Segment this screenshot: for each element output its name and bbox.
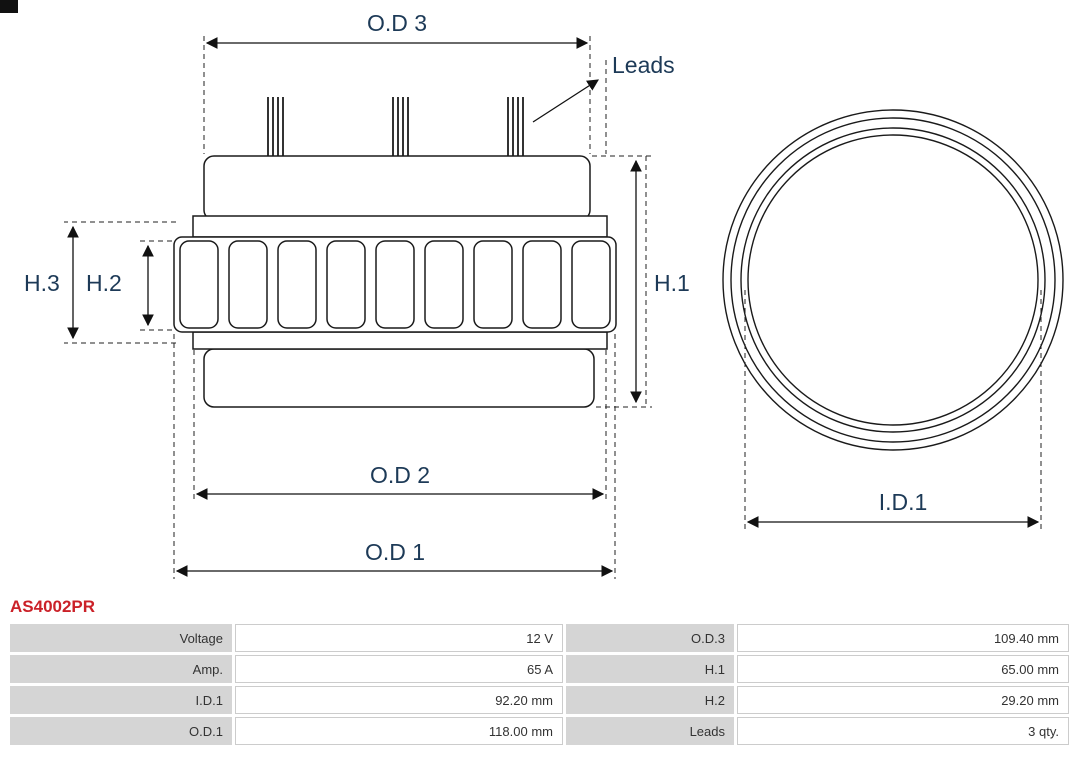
spec-label-voltage: Voltage	[10, 624, 232, 652]
spec-label-leads: Leads	[566, 717, 734, 745]
spec-label-amp: Amp.	[10, 655, 232, 683]
bottom-flange	[192, 331, 608, 350]
dim-label-od3: O.D 3	[367, 10, 427, 36]
spec-value-od1: 118.00 mm	[235, 717, 563, 745]
stator-technical-drawing: O.D 3 Leads H.1 H.3 H.2 O.D 2	[0, 0, 1064, 579]
dim-label-h1: H.1	[654, 270, 690, 296]
dim-label-h3: H.3	[24, 270, 60, 296]
dim-label-od1: O.D 1	[365, 539, 425, 565]
spec-value-id1: 92.20 mm	[235, 686, 563, 714]
dim-label-od2: O.D 2	[370, 462, 430, 488]
bottom-housing	[203, 348, 595, 408]
spec-label-h1: H.1	[566, 655, 734, 683]
leads-label: Leads	[612, 52, 675, 78]
dimension-od3: O.D 3	[203, 10, 591, 154]
top-housing	[203, 155, 591, 221]
leads-callout: Leads	[532, 52, 675, 154]
spec-value-voltage: 12 V	[235, 624, 563, 652]
dim-label-h2: H.2	[86, 270, 122, 296]
part-number: AS4002PR	[10, 597, 96, 616]
stator-side-view	[173, 97, 617, 408]
dimension-od2: O.D 2	[193, 350, 607, 501]
stator-front-view	[722, 109, 1064, 451]
spec-label-od1: O.D.1	[10, 717, 232, 745]
spec-value-h2: 29.20 mm	[737, 686, 1069, 714]
spec-value-leads: 3 qty.	[737, 717, 1069, 745]
dimension-h3: H.3	[24, 221, 176, 344]
spec-value-h1: 65.00 mm	[737, 655, 1069, 683]
lead-wires	[267, 97, 524, 160]
logo-fragment	[0, 0, 18, 13]
dimension-od1: O.D 1	[173, 334, 616, 579]
spec-table: Voltage 12 V O.D.3 109.40 mm Amp. 65 A H…	[10, 624, 1069, 745]
dimension-h1: H.1	[592, 155, 690, 408]
spec-label-id1: I.D.1	[10, 686, 232, 714]
spec-label-h2: H.2	[566, 686, 734, 714]
spec-value-amp: 65 A	[235, 655, 563, 683]
top-flange	[192, 215, 608, 238]
spec-value-od3: 109.40 mm	[737, 624, 1069, 652]
core-slots	[179, 240, 611, 329]
dimension-h2: H.2	[86, 240, 172, 331]
spec-label-od3: O.D.3	[566, 624, 734, 652]
dimension-id1: I.D.1	[744, 290, 1042, 530]
dim-label-id1: I.D.1	[879, 489, 928, 515]
